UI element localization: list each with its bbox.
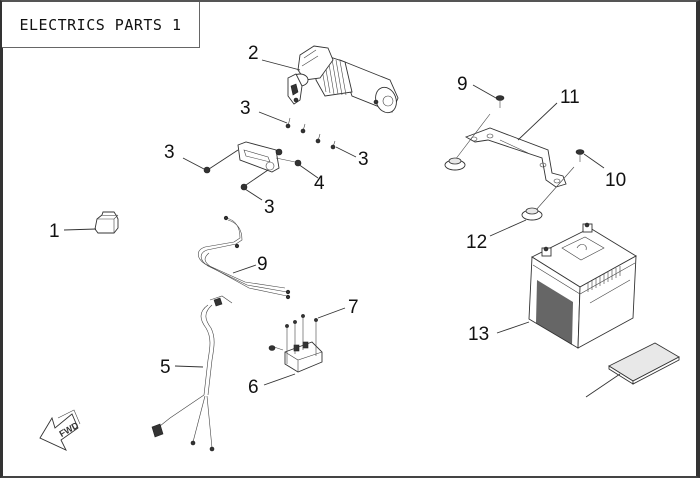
leader-7 bbox=[317, 307, 346, 319]
part-11-grommet-right[interactable] bbox=[521, 207, 543, 221]
part-10-hold-down-bracket[interactable] bbox=[464, 127, 567, 188]
leader-11 bbox=[489, 219, 527, 237]
part-9-bolt-right[interactable] bbox=[575, 149, 585, 163]
callout-1: 1 bbox=[49, 221, 60, 242]
part-12-battery[interactable] bbox=[528, 222, 637, 349]
callout-3c: 3 bbox=[164, 142, 175, 163]
part-3-bolts-row[interactable] bbox=[285, 117, 336, 150]
leader-8 bbox=[232, 264, 257, 274]
leader-13 bbox=[585, 373, 621, 398]
leader-9b bbox=[583, 153, 605, 169]
callout-9a: 9 bbox=[457, 74, 468, 95]
callout-10: 11 bbox=[560, 87, 580, 108]
callout-3a: 3 bbox=[240, 98, 251, 119]
leader-2 bbox=[261, 59, 301, 71]
leader-3b bbox=[335, 146, 357, 158]
leader-4 bbox=[297, 163, 319, 179]
bolt-path-a bbox=[454, 113, 491, 161]
callout-7: 7 bbox=[348, 297, 359, 318]
leader-9a bbox=[472, 84, 497, 99]
forward-arrow-icon: FWD bbox=[39, 409, 81, 451]
callout-4: 4 bbox=[314, 173, 325, 194]
part-3-bolts-lower[interactable] bbox=[203, 166, 248, 191]
part-7-screws[interactable] bbox=[285, 314, 318, 364]
callout-5: 5 bbox=[160, 357, 171, 378]
leader-1 bbox=[63, 228, 97, 231]
part-1-switch-cap[interactable] bbox=[94, 211, 119, 234]
part-13-battery-pad[interactable] bbox=[608, 342, 680, 385]
part-8-winch-cable[interactable] bbox=[197, 215, 291, 300]
part-9-bolt-left[interactable] bbox=[495, 95, 505, 109]
battery-vent-grid bbox=[536, 280, 573, 345]
leader-5 bbox=[174, 365, 204, 368]
callout-2: 2 bbox=[248, 43, 259, 64]
diagram-title: ELECTRICS PARTS 1 bbox=[19, 15, 182, 34]
part-4-fairlead[interactable] bbox=[237, 141, 302, 173]
leader-10 bbox=[517, 102, 558, 141]
part-2-winch[interactable] bbox=[287, 45, 400, 116]
leader-3c bbox=[182, 157, 205, 170]
part-5-wiring-harness[interactable] bbox=[151, 295, 233, 452]
part-6-contactor[interactable] bbox=[268, 341, 323, 373]
callout-6: 6 bbox=[248, 377, 259, 398]
leader-bolt-path-b bbox=[245, 169, 269, 186]
leader-bolt-path-a bbox=[208, 149, 239, 170]
callout-11: 12 bbox=[466, 232, 487, 253]
callout-3d: 3 bbox=[264, 197, 275, 218]
bolt-path-b bbox=[535, 166, 575, 211]
leader-3d bbox=[244, 188, 263, 201]
callout-12: 13 bbox=[468, 324, 489, 345]
leader-6 bbox=[263, 373, 296, 386]
callout-3b: 3 bbox=[358, 149, 369, 170]
title-box: ELECTRICS PARTS 1 bbox=[2, 2, 200, 48]
callout-9b: 10 bbox=[605, 170, 626, 191]
leader-3a bbox=[258, 111, 288, 124]
leader-12 bbox=[496, 321, 530, 334]
part-11-grommet-left[interactable] bbox=[444, 157, 466, 171]
callout-8: 9 bbox=[257, 254, 268, 275]
